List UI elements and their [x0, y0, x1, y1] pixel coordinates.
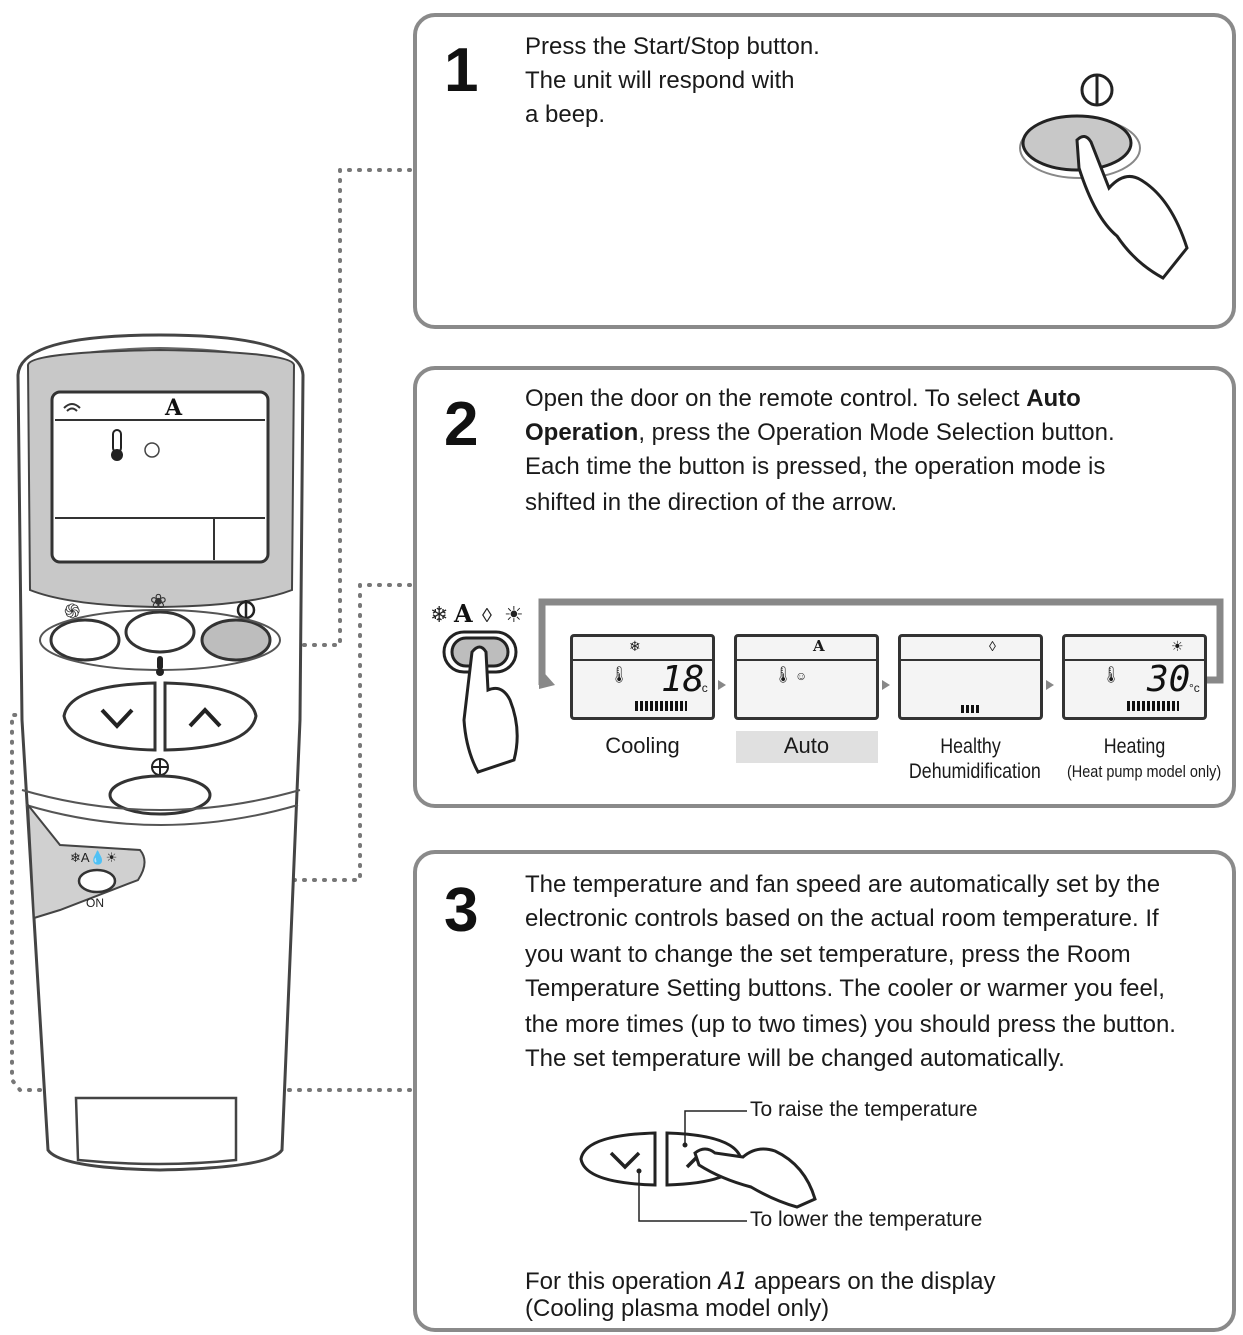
signal-icon	[63, 403, 81, 412]
thermometer-icon: 🌡	[609, 667, 630, 684]
step1-line3: a beep.	[525, 101, 606, 128]
note-pre: For this operation	[525, 1268, 719, 1295]
note-post: appears on the display	[747, 1268, 996, 1295]
step3-panel	[413, 850, 1236, 1332]
mode-label-dehumidification: Dehumidification	[908, 760, 1041, 783]
step2-line1-text: Open the door on the remote control. To …	[525, 385, 1027, 412]
step2-line3: Each time the button is pressed, the ope…	[525, 453, 1106, 480]
svg-text:☀: ☀	[504, 602, 524, 627]
fan-level-bars	[1127, 701, 1179, 711]
mode-label-heating: Heating	[1103, 735, 1166, 758]
smile-icon: ☺	[795, 669, 808, 683]
arrow-right-icon	[882, 680, 890, 690]
temp-buttons-illustration	[579, 1110, 817, 1222]
arrow-right-icon	[718, 680, 726, 690]
step1-line1: Press the Start/Stop button.	[525, 33, 820, 60]
step3-line2: electronic controls based on the actual …	[525, 905, 1159, 932]
plasma-button	[124, 610, 196, 654]
lcd-dehumidification: ◊	[898, 634, 1043, 720]
sun-icon: ☀	[1171, 638, 1184, 654]
remote-lcd	[50, 390, 270, 564]
svg-text:◊: ◊	[482, 605, 492, 627]
snowflake-icon: ❄	[629, 638, 641, 654]
auto-mode-icon: A	[813, 637, 825, 655]
power-icon-remote	[236, 600, 256, 620]
step2-line2-text: , press the Operation Mode Selection but…	[638, 419, 1115, 446]
chevron-up-icon	[188, 707, 222, 728]
lcd-cooling-unit: °c	[697, 681, 708, 695]
mode-label-healthy: Healthy	[940, 735, 1001, 758]
lcd-heating-temp: 30	[1147, 659, 1191, 700]
thermometer-icon: 🌡	[773, 667, 794, 684]
auto-highlight	[736, 731, 878, 763]
swing-button	[49, 618, 121, 662]
step3-number: 3	[444, 876, 479, 945]
thermometer-icon	[111, 429, 123, 461]
step1-line2: The unit will respond with	[525, 67, 795, 94]
step3-note-line1: For this operation A1 appears on the dis…	[525, 1264, 996, 1299]
lcd-auto: A 🌡 ☺	[734, 634, 879, 720]
step2-line1-bold: Auto	[1026, 385, 1081, 412]
step3-line1: The temperature and fan speed are automa…	[525, 871, 1161, 898]
lower-temp-label: To lower the temperature	[750, 1208, 983, 1231]
step2-line2: Operation, press the Operation Mode Sele…	[525, 416, 1115, 450]
lcd-heating: ☀ 🌡 30 °c	[1062, 634, 1207, 720]
cycle-arrow	[538, 598, 1224, 685]
remote-on-label: ON	[86, 896, 104, 910]
mode-cycle-diagram: ❄ A ◊ ☀	[430, 598, 1224, 774]
mode-icons: ❄	[430, 602, 448, 627]
chevron-down-icon	[100, 708, 134, 729]
press-start-stop-illustration	[1019, 73, 1189, 280]
step3-line4: Temperature Setting buttons. The cooler …	[525, 975, 1165, 1002]
step3-line3: you want to change the set temperature, …	[525, 941, 1131, 968]
pointing-hand-icon	[1075, 135, 1189, 280]
svg-text:❄A⁢💧☀: ❄A⁢💧☀	[70, 850, 117, 865]
thermometer-icon: 🌡	[1101, 667, 1122, 684]
arrow-right-icon	[1046, 680, 1054, 690]
lcd-cooling-temp: 18	[661, 659, 705, 700]
fan-level-bars	[635, 701, 687, 711]
chevron-down-icon	[609, 1151, 641, 1170]
pointing-hand-icon	[693, 1147, 817, 1209]
auto-mode-icon: A	[164, 395, 183, 421]
remote-door	[26, 801, 146, 920]
raise-temp-label: To raise the temperature	[750, 1098, 978, 1121]
fan-speed-button	[108, 774, 212, 816]
pointing-hand-icon	[462, 645, 519, 774]
step2-number: 2	[444, 390, 479, 459]
step2-line4: shifted in the direction of the arrow.	[525, 489, 898, 516]
mode-button-remote	[77, 868, 117, 894]
droplet-icon: ◊	[989, 638, 996, 654]
mode-label-auto: Auto	[783, 733, 830, 758]
start-stop-button-remote	[200, 618, 272, 662]
step3-note-line2: (Cooling plasma model only)	[525, 1295, 830, 1322]
mode-label-heat-pump-note: (Heat pump model only)	[1067, 762, 1222, 781]
power-icon	[1080, 73, 1114, 107]
fan-icon	[151, 758, 169, 776]
lcd-heating-unit: °c	[1189, 681, 1200, 695]
lcd-cooling: ❄ 🌡 18 °c	[570, 634, 715, 720]
step2-line1: Open the door on the remote control. To …	[525, 382, 1081, 416]
note-code: A1	[718, 1267, 748, 1295]
plasma-icon: ❀	[150, 591, 167, 613]
mode-label-cooling: Cooling	[605, 733, 680, 758]
svg-text:A: A	[453, 599, 473, 628]
step2-line2-bold: Operation	[525, 419, 639, 446]
smile-icon	[144, 442, 160, 458]
step3-line5: the more times (up to two times) you sho…	[525, 1011, 1176, 1038]
step1-number: 1	[444, 36, 479, 105]
step3-line6: The set temperature will be changed auto…	[525, 1045, 1065, 1072]
fan-level-bars	[961, 705, 979, 713]
